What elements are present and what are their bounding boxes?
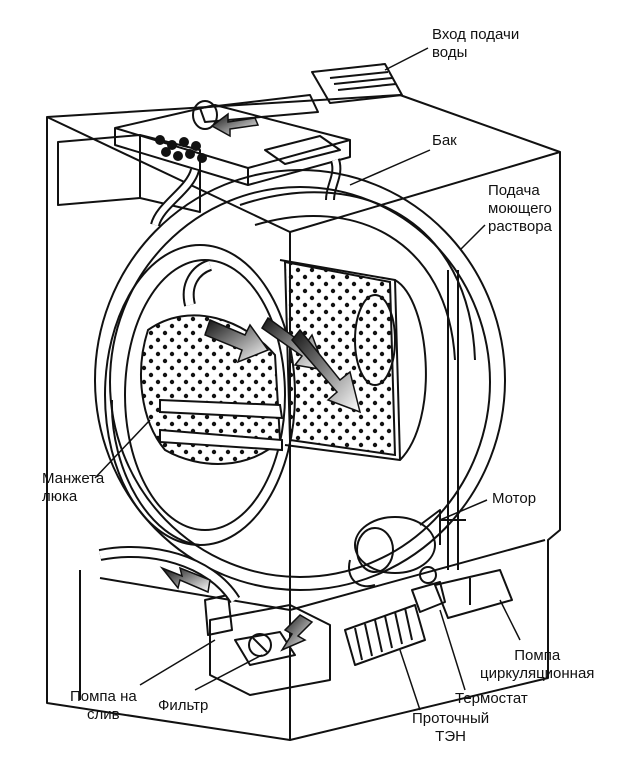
label-circulation-pump: Помпа циркуляционная — [480, 647, 594, 683]
label-flow-heater-line1: Проточный — [412, 710, 490, 727]
label-water-inlet-line1: Вход подачи — [432, 26, 520, 43]
drain-arrow-icon — [159, 566, 211, 594]
label-filter-line1: Фильтр — [158, 697, 209, 714]
label-flow-heater: Проточный ТЭН — [412, 710, 489, 746]
drum-arrow-3-icon — [291, 328, 362, 414]
detergent-granules — [155, 135, 207, 163]
circulation-pump — [411, 566, 513, 619]
label-door-seal-line2: люка — [42, 488, 78, 505]
label-circulation-pump-line2: циркуляционная — [480, 665, 595, 682]
label-detergent-supply-line1: Подача — [488, 182, 540, 199]
label-water-inlet-line2: воды — [432, 44, 468, 61]
circulation-pipe — [440, 270, 466, 570]
water-inlet-valve — [192, 63, 403, 130]
label-thermostat: Термостат — [455, 690, 528, 708]
label-water-inlet: Вход подачи воды — [432, 26, 519, 62]
leader-lines — [94, 47, 521, 711]
label-filter: Фильтр — [158, 697, 208, 715]
label-drain-pump: Помпа на слив — [70, 688, 137, 724]
hoses — [150, 158, 342, 307]
label-detergent-supply: Подача моющего раствора — [488, 182, 552, 236]
drum-perforation — [140, 260, 397, 465]
dispenser-unit — [114, 104, 351, 186]
motor — [348, 509, 441, 588]
label-motor: Мотор — [492, 490, 536, 508]
label-door-seal: Манжета люка — [42, 470, 104, 506]
drain-hose — [98, 546, 241, 604]
label-motor-line1: Мотор — [492, 490, 537, 507]
tank — [94, 169, 506, 591]
label-drain-pump-line1: Помпа на — [70, 688, 137, 705]
label-tank-line1: Бак — [432, 132, 457, 149]
label-tank: Бак — [432, 132, 457, 150]
label-detergent-supply-line3: раствора — [488, 218, 552, 235]
pump-arrow-icon — [280, 614, 314, 652]
label-thermostat-line1: Термостат — [455, 690, 528, 707]
label-drain-pump-line2: слив — [87, 706, 120, 723]
drum-arrow-icon — [204, 318, 270, 364]
label-circulation-pump-line1: Помпа — [514, 647, 561, 664]
flow-arrows — [159, 112, 362, 652]
label-flow-heater-line2: ТЭН — [435, 728, 466, 745]
drain-pump — [204, 594, 331, 696]
flow-heater — [344, 604, 426, 666]
label-detergent-supply-line2: моющего — [488, 200, 552, 217]
label-door-seal-line1: Манжета — [42, 470, 105, 487]
inlet-arrow-icon — [210, 112, 260, 138]
